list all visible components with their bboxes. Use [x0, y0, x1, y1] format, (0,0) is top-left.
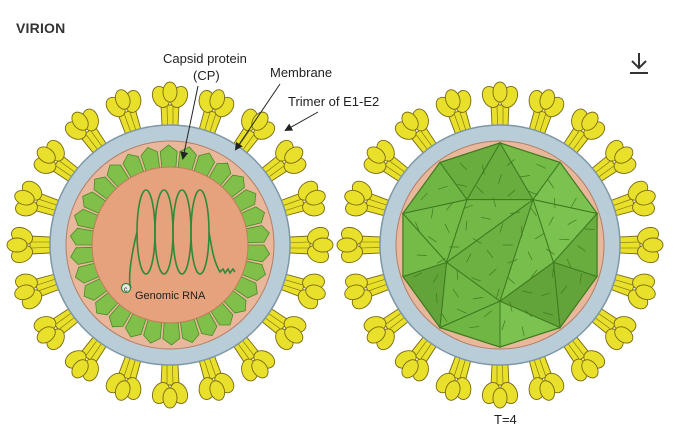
triangulation-label: T=4 [494, 412, 517, 427]
capsid-subunit-line [417, 255, 427, 256]
genomic-rna-label: Genomic RNA [135, 290, 206, 302]
cap-marker-label: c [124, 287, 128, 294]
capsid-protein-label: Capsid protein [163, 51, 247, 66]
virion-cross-section: c Genomic RNA [7, 82, 333, 408]
trimer-label: Trimer of E1-E2 [288, 94, 379, 109]
capsid-protein-abbrev: (CP) [193, 68, 220, 83]
trimer-arrow [286, 112, 318, 130]
icosahedral-capsid [403, 143, 597, 347]
virion-exterior [337, 82, 663, 408]
membrane-label: Membrane [270, 65, 332, 80]
